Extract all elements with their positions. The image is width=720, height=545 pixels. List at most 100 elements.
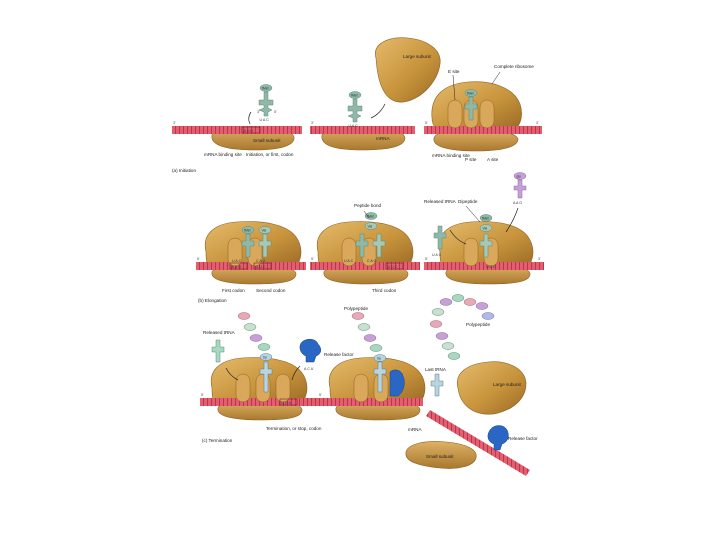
large-subunit-approaching (375, 37, 441, 103)
anticodon-uac-b2: U A C (344, 259, 354, 263)
arrow-release-factor (291, 365, 301, 381)
release-factor-c1: A C U (299, 339, 321, 371)
initiator-trna-bound: fMet U A C (347, 91, 363, 128)
trna-val-b1: Val (258, 226, 272, 258)
start-codon-box (241, 126, 261, 134)
mrna-5-prime-b2: 5' (311, 257, 314, 261)
label-first-codon: First codon (222, 288, 245, 293)
codon-uuc-b2: U U C (388, 265, 398, 269)
mrna-strand (196, 262, 306, 270)
label-termination-codon: Termination, or stop, codon (266, 426, 322, 431)
trna-3-prime: 3' (257, 110, 260, 114)
mrna-strand (200, 398, 320, 406)
panel-initiation-1: 3' A U G fMet 3' 5' U A C mRNA binding s… (172, 84, 302, 173)
initiator-trna-p-site: fMet (464, 89, 478, 121)
label-release-factor-2: Release factor (508, 436, 538, 441)
mrna-strand (172, 126, 302, 134)
panel-elongation-1: 5' fMet Val U A C C A G A U G G U C Firs… (196, 221, 306, 303)
label-second-codon: Second codon (256, 288, 286, 293)
amino-acid-trp-c1: trp (263, 356, 267, 360)
third-codon-box (385, 262, 404, 270)
e-site (447, 99, 463, 129)
mrna-5-prime: 5' (425, 121, 428, 125)
mrna-strand (424, 262, 544, 270)
initiator-trna: fMet 3' 5' U A C (257, 84, 277, 122)
codon-uuc-b3: U U C (486, 265, 496, 269)
incoming-trna-gly: gly A A G (513, 172, 527, 205)
p-site-c1 (235, 373, 251, 403)
panel-termination-1: 5' trp A C U U G A Released tRNA Release… (200, 312, 354, 443)
released-trna-c1 (211, 339, 225, 363)
arrow-released-trna (449, 229, 467, 245)
label-mrna: mRNA (376, 136, 390, 141)
section-elongation: (b) Elongation (198, 298, 227, 303)
label-e-site: E site (448, 69, 460, 74)
mrna-5-prime-b1: 5' (197, 257, 200, 261)
codon-aug: A U G (244, 129, 254, 133)
arrow-released-trna-c1 (225, 367, 239, 381)
mrna-5-prime-c1: 5' (201, 393, 204, 397)
label-released-trna: Released tRNA (424, 199, 457, 204)
panel-termination-2: 5' trp Polypeptide (318, 306, 426, 421)
amino-acid-met-3: fMet (467, 92, 474, 96)
small-subunit-released (405, 441, 477, 469)
mrna-3-prime-b: 3' (311, 121, 314, 125)
amino-acid-val-b1: Val (262, 229, 267, 233)
label-small-subunit-2: Small subunit (426, 454, 454, 459)
mrna-3-prime-c: 3' (536, 121, 539, 125)
release-factor-bound (389, 369, 405, 397)
second-codon-box (253, 262, 272, 270)
p-site-c2 (353, 373, 369, 403)
mrna-strand (310, 262, 420, 270)
p-site-b1 (227, 237, 243, 267)
trna-5-prime: 5' (274, 110, 277, 114)
mrna-strand (318, 398, 423, 406)
anticodon-uac-b3: U A C (432, 253, 442, 257)
amino-acid-val-b3: Val (483, 227, 488, 231)
released-trna-b3: U A C (432, 225, 447, 257)
arrow-binding (248, 111, 252, 125)
label-released-trna-2: Released tRNA (203, 330, 236, 335)
label-initiation-codon: Initiation, or first, codon (246, 152, 294, 157)
label-mrna-binding-site: mRNA binding site (204, 152, 242, 157)
p-site-b3 (463, 237, 479, 267)
leader-ribosome (491, 71, 501, 85)
label-polypeptide-2: Polypeptide (466, 322, 490, 327)
mrna-strand (310, 126, 415, 134)
amino-acid-met: fMet (262, 87, 269, 91)
label-small-subunit: Small subunit (253, 138, 281, 143)
mrna-5-prime-b3: 5' (425, 257, 428, 261)
codon-uga: U G A (282, 401, 292, 405)
codon-guc-b1: G U C (256, 265, 266, 269)
label-mrna-binding-site-2: mRNA binding site (432, 153, 470, 158)
anticodon-cag-b1: C A G (256, 259, 266, 263)
released-polypeptide (429, 294, 495, 360)
large-subunit-released (456, 361, 527, 415)
anticodon-uac-2: U A C (349, 124, 359, 128)
p-site-b2 (341, 237, 357, 267)
label-large-subunit: Large subunit (403, 54, 432, 59)
label-a-site: A site (487, 157, 499, 162)
mrna-3-prime: 3' (173, 121, 176, 125)
trna-met-b1: fMet (241, 226, 255, 258)
label-peptide-bond: Peptide bond (354, 203, 382, 208)
label-third-codon: Third codon (372, 288, 397, 293)
dipeptide-trna: fMet Val (479, 214, 493, 258)
panel-initiation-3: 5' 3' fMet E site Complete ribosome mRNA… (424, 64, 542, 162)
anticodon-uac: U A C (260, 118, 270, 122)
leader-peptide-bond (363, 210, 370, 219)
polypeptide-chain-c1: trp (237, 312, 273, 393)
amino-acid-gly: gly (517, 175, 522, 179)
stop-codon-box (279, 398, 298, 406)
last-trna (430, 373, 444, 397)
mrna-5-prime-c2: 5' (319, 393, 322, 397)
label-complete-ribosome: Complete ribosome (494, 64, 534, 69)
amino-acid-met-b3: fMet (482, 217, 489, 221)
label-large-subunit-2: Large subunit (493, 382, 522, 387)
arrow-large-subunit (370, 103, 386, 119)
a-site (479, 99, 495, 129)
release-factor-released (487, 425, 509, 451)
mrna-3-prime-b3: 3' (538, 257, 541, 261)
